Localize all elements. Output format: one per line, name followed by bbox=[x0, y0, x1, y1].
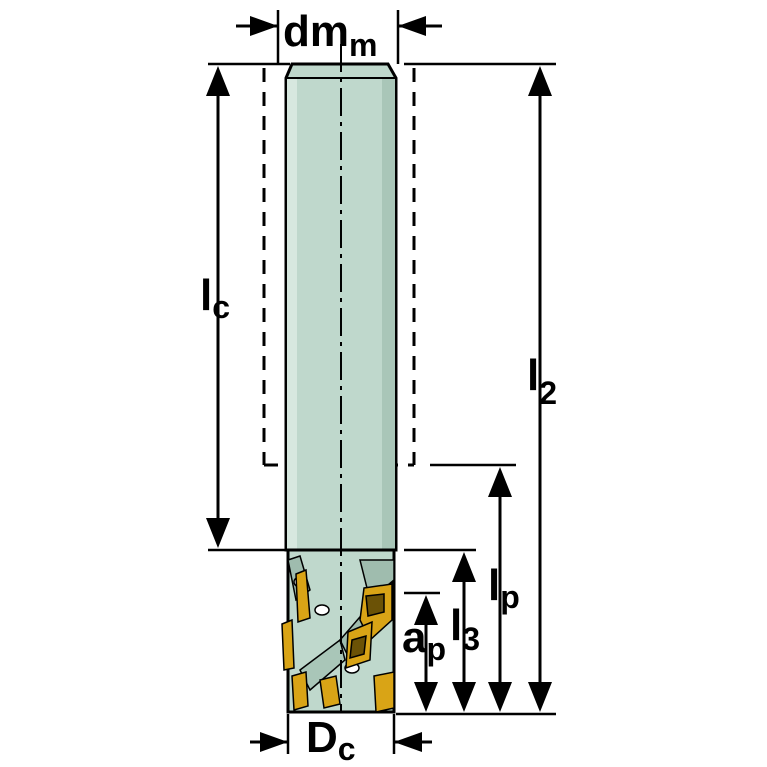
arrowheads bbox=[206, 16, 552, 752]
extension-lines bbox=[208, 10, 556, 754]
label-ap: ap bbox=[402, 613, 446, 667]
cutting-inserts bbox=[281, 568, 395, 713]
label-dmm: dmm bbox=[283, 7, 377, 63]
label-dc: Dc bbox=[306, 713, 356, 767]
label-l2: l2 bbox=[527, 351, 557, 411]
label-l3: l3 bbox=[450, 601, 480, 657]
tool-shank bbox=[284, 62, 398, 552]
label-lp: lp bbox=[488, 561, 520, 615]
label-lc: lc bbox=[200, 271, 230, 325]
